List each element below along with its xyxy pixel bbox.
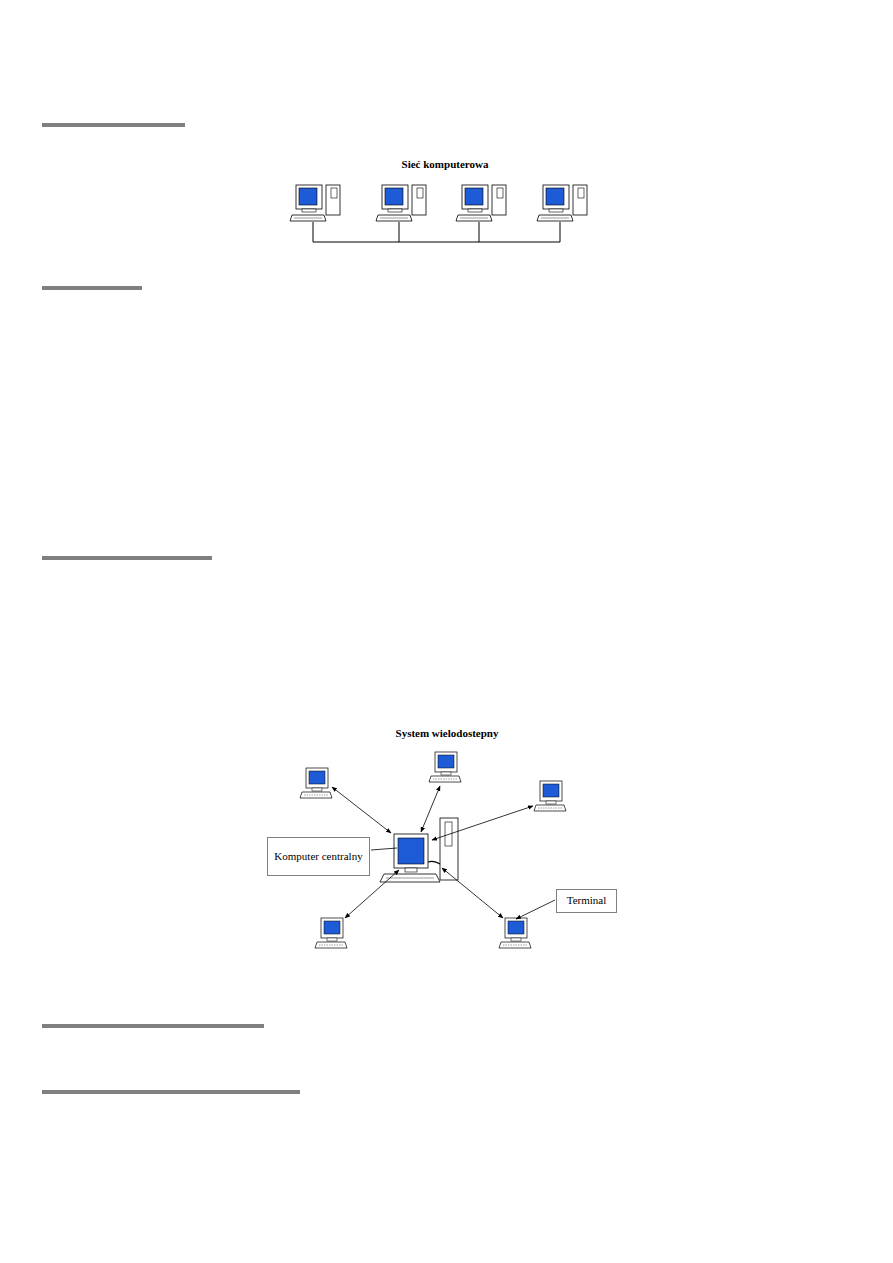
central-computer [380, 818, 458, 882]
heading-underlines [42, 124, 300, 1093]
network-bus [313, 222, 560, 242]
callout-text: Komputer centralny [274, 850, 363, 864]
diagram-title: System wielodostepny [396, 727, 499, 739]
callout-text: Terminal [563, 894, 610, 908]
callout-box: Komputer centralny [267, 837, 370, 876]
diagram-title: Sieć komputerowa [402, 158, 489, 170]
leader-lines [371, 848, 555, 919]
network-computers [290, 185, 587, 221]
callout-box: Terminal [556, 889, 617, 913]
